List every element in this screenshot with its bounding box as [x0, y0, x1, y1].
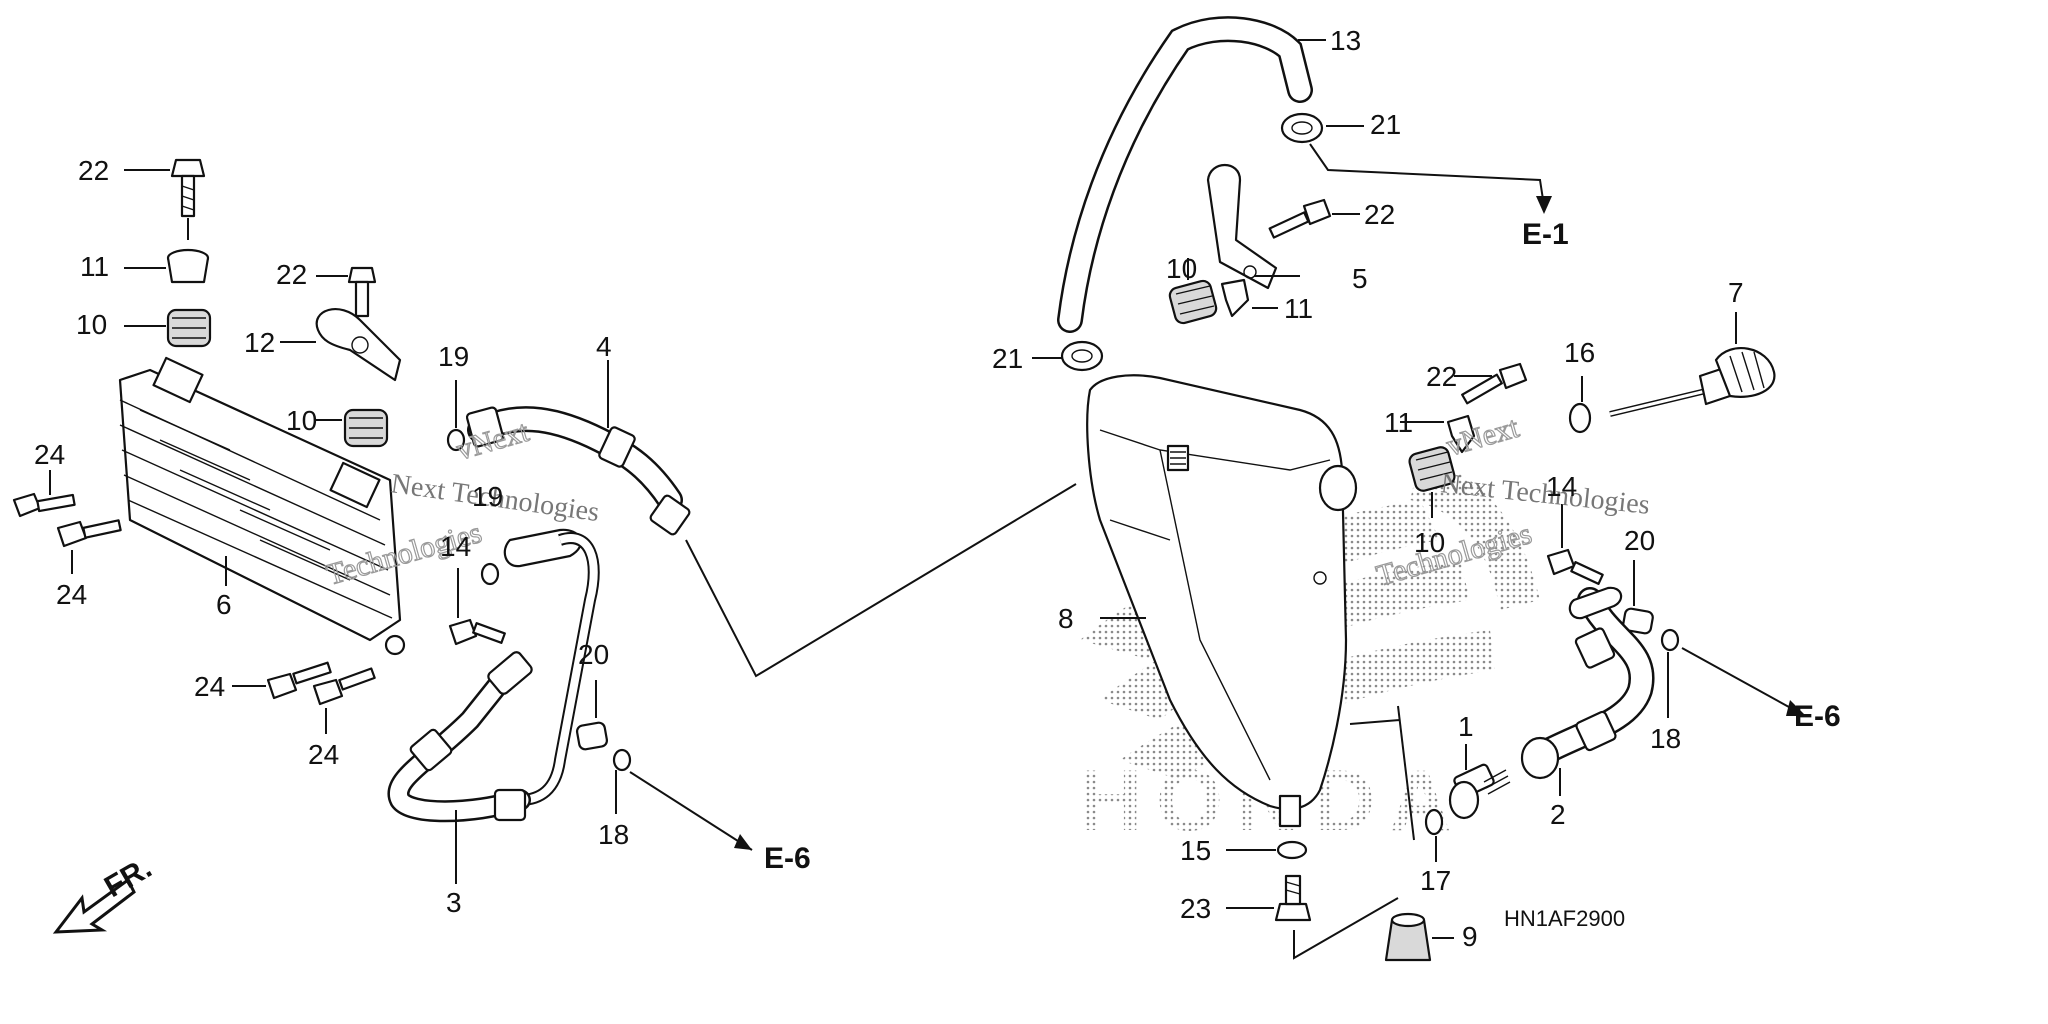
bolt-14-right: [1546, 548, 1604, 585]
label-21-top: 21: [1370, 109, 1401, 140]
bolt-24-a: [12, 492, 76, 518]
oil-tank-8: [1086, 374, 1358, 828]
bolt-22-bracket: [347, 266, 377, 318]
rubber-mount-10-left-a: [166, 308, 212, 348]
label-2: 2: [1550, 799, 1566, 830]
label-10-right-a: 10: [1166, 253, 1197, 284]
rubber-mount-10-right-b: [1408, 446, 1456, 492]
label-20-left: 20: [578, 639, 609, 670]
label-15: 15: [1180, 835, 1211, 866]
bolt-23: [1274, 874, 1312, 922]
hose-clip-21-bottom: [1060, 340, 1104, 372]
label-12: 12: [244, 327, 275, 358]
label-7: 7: [1728, 277, 1744, 308]
bolt-14-left: [448, 618, 506, 646]
label-6: 6: [216, 589, 232, 620]
label-22-bracket: 22: [276, 259, 307, 290]
bracket-12: [315, 308, 402, 382]
label-21-bottom: 21: [992, 343, 1023, 374]
dipstick-7: [1609, 347, 1776, 417]
label-22-mid-right: 22: [1426, 361, 1457, 392]
label-22-top-right: 22: [1364, 199, 1395, 230]
hose-clip-21-top: [1280, 112, 1324, 144]
label-19-b: 19: [472, 481, 503, 512]
connection-line: [685, 483, 1077, 678]
bolt-24-b: [56, 519, 122, 548]
collar-20-left: [575, 721, 609, 751]
label-24-b: 24: [56, 579, 87, 610]
washer-18-right: [1660, 628, 1680, 652]
ref-e6-right: E-6: [1794, 700, 1841, 733]
label-8: 8: [1058, 603, 1074, 634]
arrow-e1: [1309, 143, 1545, 207]
washer-18-left: [612, 748, 632, 772]
label-18-left: 18: [598, 819, 629, 850]
label-20-right: 20: [1624, 525, 1655, 556]
label-22-top-left: 22: [78, 155, 109, 186]
label-10-left-a: 10: [76, 309, 107, 340]
bolt-9-link-line: [1293, 897, 1399, 960]
washer-19-left-b: [480, 562, 500, 586]
front-arrow-icon: [52, 877, 136, 934]
collar-11-left: [166, 248, 210, 284]
label-11-left: 11: [80, 251, 109, 282]
label-19-a: 19: [438, 341, 469, 372]
washer-19-left-a: [446, 428, 466, 452]
bolt-24-c: [266, 661, 332, 700]
label-11-right-a: 11: [1284, 293, 1313, 324]
hose-13: [1057, 16, 1313, 333]
label-1: 1: [1458, 711, 1474, 742]
label-13: 13: [1330, 25, 1361, 56]
arrow-e6-left: [629, 771, 753, 851]
watermark-brand-right: vNext: [1443, 411, 1523, 463]
bolt-22-top-right: [1268, 198, 1332, 239]
drain-fitting-1: [1448, 763, 1511, 820]
label-24-a: 24: [34, 439, 65, 470]
label-24-c: 24: [194, 671, 225, 702]
ref-e1: E-1: [1522, 218, 1569, 251]
rubber-mount-10-left-b: [343, 408, 389, 448]
label-14-right: 14: [1546, 471, 1577, 502]
collar-11-right-a: [1220, 278, 1250, 318]
label-16: 16: [1564, 337, 1595, 368]
ref-e6-left: E-6: [764, 842, 811, 875]
label-4: 4: [596, 331, 612, 362]
label-23: 23: [1180, 893, 1211, 924]
rubber-mount-10-right-a: [1168, 279, 1218, 325]
label-9: 9: [1462, 921, 1478, 952]
bolt-22-mid-right: [1461, 362, 1528, 405]
washer-16: [1568, 402, 1592, 434]
label-3: 3: [446, 887, 462, 918]
arrow-e6-right: [1681, 647, 1799, 713]
oil-cooler: [118, 356, 406, 656]
collar-11-right-b: [1446, 414, 1476, 454]
cap-9: [1384, 912, 1432, 962]
hose-2: [1520, 586, 1655, 780]
label-24-d: 24: [308, 739, 339, 770]
label-14-left: 14: [440, 531, 471, 562]
label-11-right-b: 11: [1384, 407, 1413, 438]
label-10-left-b: 10: [286, 405, 317, 436]
diagram-code: HN1AF2900: [1504, 906, 1625, 931]
collar-20-right: [1622, 607, 1654, 635]
label-18-right: 18: [1650, 723, 1681, 754]
label-5: 5: [1352, 263, 1368, 294]
label-17: 17: [1420, 865, 1451, 896]
bolt-22-top-left: [170, 158, 206, 218]
label-10-right-b: 10: [1414, 527, 1445, 558]
hose-4: [465, 406, 691, 536]
washer-15: [1276, 840, 1308, 860]
pipe-3: [387, 528, 600, 823]
bolt-24-d: [312, 667, 376, 706]
bracket-5: [1206, 164, 1278, 290]
washer-17: [1424, 808, 1444, 836]
